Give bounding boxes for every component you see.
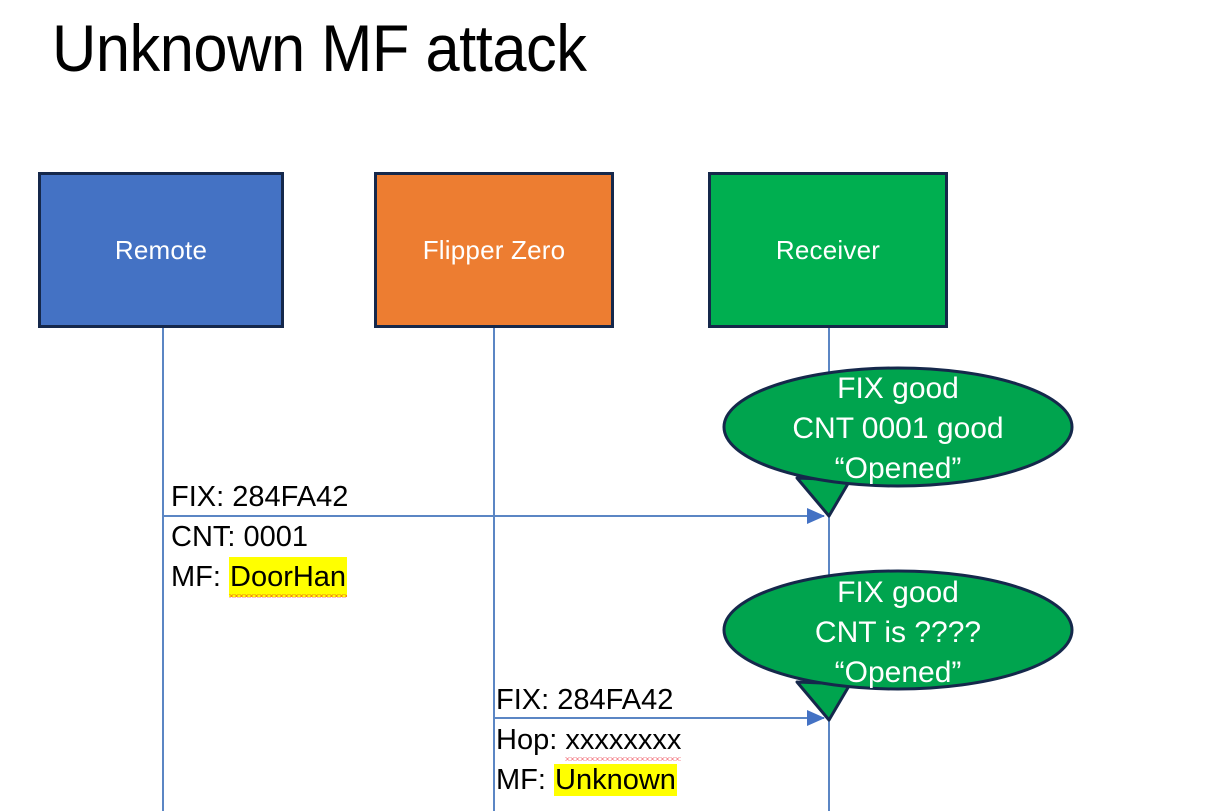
actor-label-receiver: Receiver bbox=[775, 234, 881, 265]
message-1-mf-label: MF: bbox=[171, 561, 229, 593]
message-2-mf-value: Unknown bbox=[554, 764, 677, 796]
actor-box-remote[interactable]: Remote bbox=[38, 172, 284, 328]
actor-label-flipper-zero: Flipper Zero bbox=[422, 234, 566, 265]
message-2-mf-label: MF: bbox=[496, 764, 554, 796]
message-2-hop-value: xxxxxxxx bbox=[565, 720, 682, 761]
message-1-body: CNT: 0001 MF: DoorHan bbox=[171, 517, 348, 598]
message-2-hop-label: Hop: bbox=[496, 724, 566, 756]
callout-bubble-1[interactable]: FIX good CNT 0001 good “Opened” bbox=[722, 360, 1074, 518]
callout-1-ellipse bbox=[722, 366, 1074, 488]
message-2-body: Hop: xxxxxxxx MF: Unknown bbox=[496, 720, 682, 800]
message-2-line-2: Hop: xxxxxxxx bbox=[496, 720, 682, 761]
message-2-line-3: MF: Unknown bbox=[496, 760, 681, 800]
page-title: Unknown MF attack bbox=[52, 11, 587, 85]
message-1-line-3: MF: DoorHan bbox=[171, 557, 348, 598]
actor-box-receiver[interactable]: Receiver bbox=[708, 172, 948, 328]
callout-bubble-2[interactable]: FIX good CNT is ???? “Opened” bbox=[722, 562, 1074, 722]
message-2-line-1: FIX: 284FA42 bbox=[496, 684, 674, 716]
callout-2-ellipse bbox=[722, 569, 1074, 691]
actor-box-flipper-zero[interactable]: Flipper Zero bbox=[374, 172, 614, 328]
message-1-mf-value: DoorHan bbox=[229, 557, 348, 598]
message-1-line-1: FIX: 284FA42 bbox=[171, 481, 349, 513]
actor-label-remote: Remote bbox=[114, 234, 208, 265]
message-1-line-2: CNT: 0001 bbox=[171, 521, 309, 553]
